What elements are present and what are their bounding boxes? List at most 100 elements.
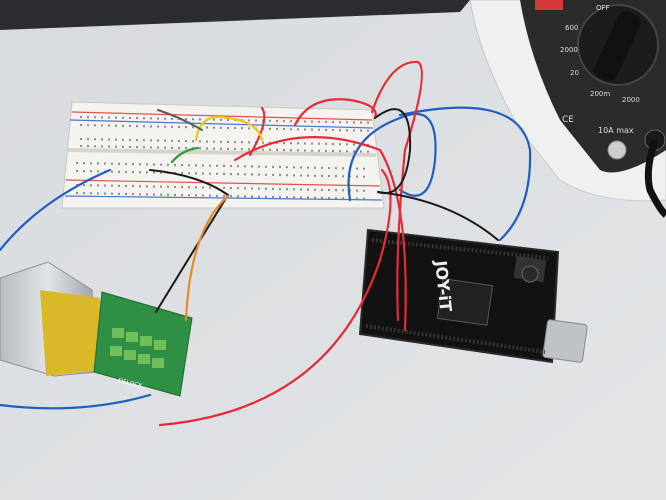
- breadboard-hole: [251, 173, 253, 176]
- breadboard-hole: [220, 140, 222, 143]
- breadboard-hole: [230, 173, 232, 176]
- breadboard-hole: [129, 145, 131, 148]
- mcu-chip: [436, 278, 494, 326]
- breadboard-hole: [174, 193, 176, 196]
- breadboard-hole: [153, 185, 155, 188]
- breadboard-hole: [251, 187, 253, 190]
- breadboard-hole: [304, 149, 306, 152]
- breadboard-hole: [244, 173, 246, 176]
- breadboard-hole: [367, 121, 369, 124]
- breadboard-hole: [153, 163, 155, 166]
- breadboard-hole: [94, 124, 96, 127]
- breadboard-hole: [125, 192, 127, 195]
- breadboard-hole: [118, 192, 120, 195]
- breadboard-hole: [199, 140, 201, 143]
- breadboard-hole: [237, 195, 239, 198]
- wire-black: [374, 108, 412, 195]
- wire-blue: [347, 112, 437, 202]
- breadboard-hole: [185, 118, 187, 121]
- breadboard-hole: [339, 129, 341, 132]
- breadboard-hole: [160, 193, 162, 196]
- breadboard-hole: [174, 185, 176, 188]
- breadboard-hole: [237, 173, 239, 176]
- breadboard-hole: [136, 146, 138, 149]
- breadboard-hole: [290, 149, 292, 152]
- breadboard-hole: [188, 164, 190, 167]
- breadboard-hole: [262, 141, 264, 144]
- breadboard-hole: [213, 118, 215, 121]
- breadboard-hole: [283, 142, 285, 145]
- breadboard-hole: [220, 118, 222, 121]
- breadboard-hole: [143, 146, 145, 149]
- breadboard-hole: [353, 129, 355, 132]
- breadboard-hole: [286, 166, 288, 169]
- breadboard-hole: [185, 126, 187, 129]
- breadboard-hole: [248, 141, 250, 144]
- breadboard-hole: [76, 162, 78, 164]
- breadboard-hole: [269, 119, 271, 122]
- breadboard-hole: [160, 185, 162, 188]
- breadboard-hole: [353, 121, 355, 124]
- breadboard-hole: [202, 186, 204, 189]
- breadboard-hole: [318, 142, 320, 145]
- breadboard-hole: [265, 173, 267, 176]
- breadboard-hole: [244, 195, 246, 198]
- breadboard-hole: [216, 172, 218, 175]
- breadboard-hole: [171, 139, 173, 142]
- breadboard-hole: [146, 163, 148, 166]
- breadboard-hole: [356, 175, 358, 178]
- breadboard-hole: [325, 149, 327, 152]
- breadboard-hole: [283, 120, 285, 123]
- breadboard-hole: [209, 164, 211, 167]
- breadboard-hole: [157, 125, 159, 128]
- breadboard-hole: [206, 140, 208, 143]
- breadboard-hole: [290, 142, 292, 145]
- breadboard-hole: [206, 147, 208, 150]
- breadboard-hole: [76, 192, 78, 194]
- breadboard-hole: [339, 150, 341, 153]
- breadboard-hole: [223, 194, 225, 197]
- breadboard-hole: [188, 194, 190, 197]
- dial-label: 2000: [622, 96, 640, 104]
- breadboard-hole: [360, 129, 362, 132]
- breadboard-hole: [115, 138, 117, 141]
- breadboard-hole: [178, 139, 180, 142]
- port-label: 10A max: [598, 126, 634, 135]
- breadboard-hole: [276, 148, 278, 151]
- breadboard-hole: [146, 193, 148, 196]
- breadboard-hole: [90, 184, 92, 187]
- wire-red: [158, 168, 392, 427]
- breadboard-hole: [342, 175, 344, 178]
- breadboard-hole: [223, 172, 225, 175]
- breadboard-hole: [111, 192, 113, 195]
- breadboard-hole: [304, 128, 306, 131]
- wire-red: [233, 136, 407, 332]
- breadboard-hole: [83, 192, 85, 195]
- breadboard-hole: [342, 197, 344, 200]
- breadboard-hole: [356, 197, 358, 200]
- breadboard-hole: [248, 127, 250, 130]
- breadboard-hole: [111, 162, 113, 165]
- breadboard-hole: [227, 140, 229, 143]
- breadboard-hole: [213, 126, 215, 129]
- breadboard-hole: [258, 187, 260, 190]
- breadboard-hole: [293, 174, 295, 177]
- breadboard-hole: [258, 165, 260, 168]
- breadboard-hole: [167, 193, 169, 196]
- breadboard-hole: [311, 142, 313, 145]
- breadboard-hole: [269, 148, 271, 151]
- breadboard-hole: [304, 142, 306, 145]
- breadboard-hole: [90, 170, 92, 173]
- capacitor: [521, 265, 539, 283]
- breadboard-hole: [318, 128, 320, 131]
- breadboard-hole: [108, 116, 110, 119]
- breadboard-hole: [276, 127, 278, 130]
- breadboard-hole: [321, 188, 323, 191]
- breadboard-hole: [90, 192, 92, 195]
- breadboard-hole: [230, 165, 232, 168]
- breadboard-hole: [164, 146, 166, 149]
- breadboard-hole: [321, 174, 323, 177]
- breadboard-hole: [80, 145, 82, 147]
